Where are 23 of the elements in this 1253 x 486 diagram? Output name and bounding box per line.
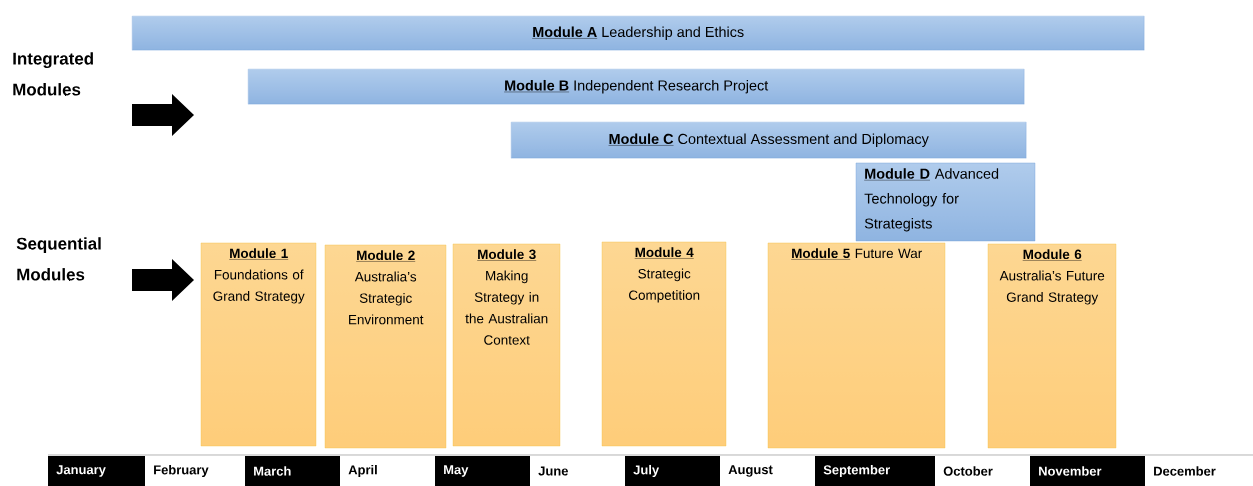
- month-cell: March: [245, 456, 340, 486]
- module-bar: Module C Contextual Assessment and Diplomacy: [511, 122, 1027, 159]
- month-cell: November: [1030, 456, 1145, 486]
- module-bar: Module A Leadership and Ethics: [132, 16, 1145, 51]
- month-label: December: [1154, 466, 1216, 476]
- month-cell: July: [625, 456, 720, 486]
- month-cell: May: [435, 456, 530, 486]
- month-label: February: [154, 464, 209, 478]
- module-box: Module 6 Australia’s Future Grand Strategy: [987, 243, 1117, 449]
- month-label: October: [943, 466, 993, 476]
- section-label: Sequential Modules: [16, 237, 101, 281]
- month-cell: September: [815, 456, 935, 486]
- module-bar: Module B Independent Research Project: [248, 69, 1025, 105]
- module-box: Module 1 Foundations of Grand Strategy: [200, 242, 317, 447]
- month-label: April: [348, 464, 377, 478]
- section-label: Integrated Modules: [13, 52, 93, 96]
- month-label: June: [538, 466, 568, 476]
- month-label: August: [728, 465, 773, 477]
- module-box: Module 2 Australia’s Strategic Environment: [324, 244, 447, 449]
- month-cell: January: [48, 456, 145, 486]
- module-box: Module 3 Making Strategy in the Australian Context: [452, 243, 561, 447]
- module-box: Module 4 Strategic Competition: [601, 241, 727, 447]
- module-bar: Module D Advanced Technology for Strategists: [855, 162, 1036, 242]
